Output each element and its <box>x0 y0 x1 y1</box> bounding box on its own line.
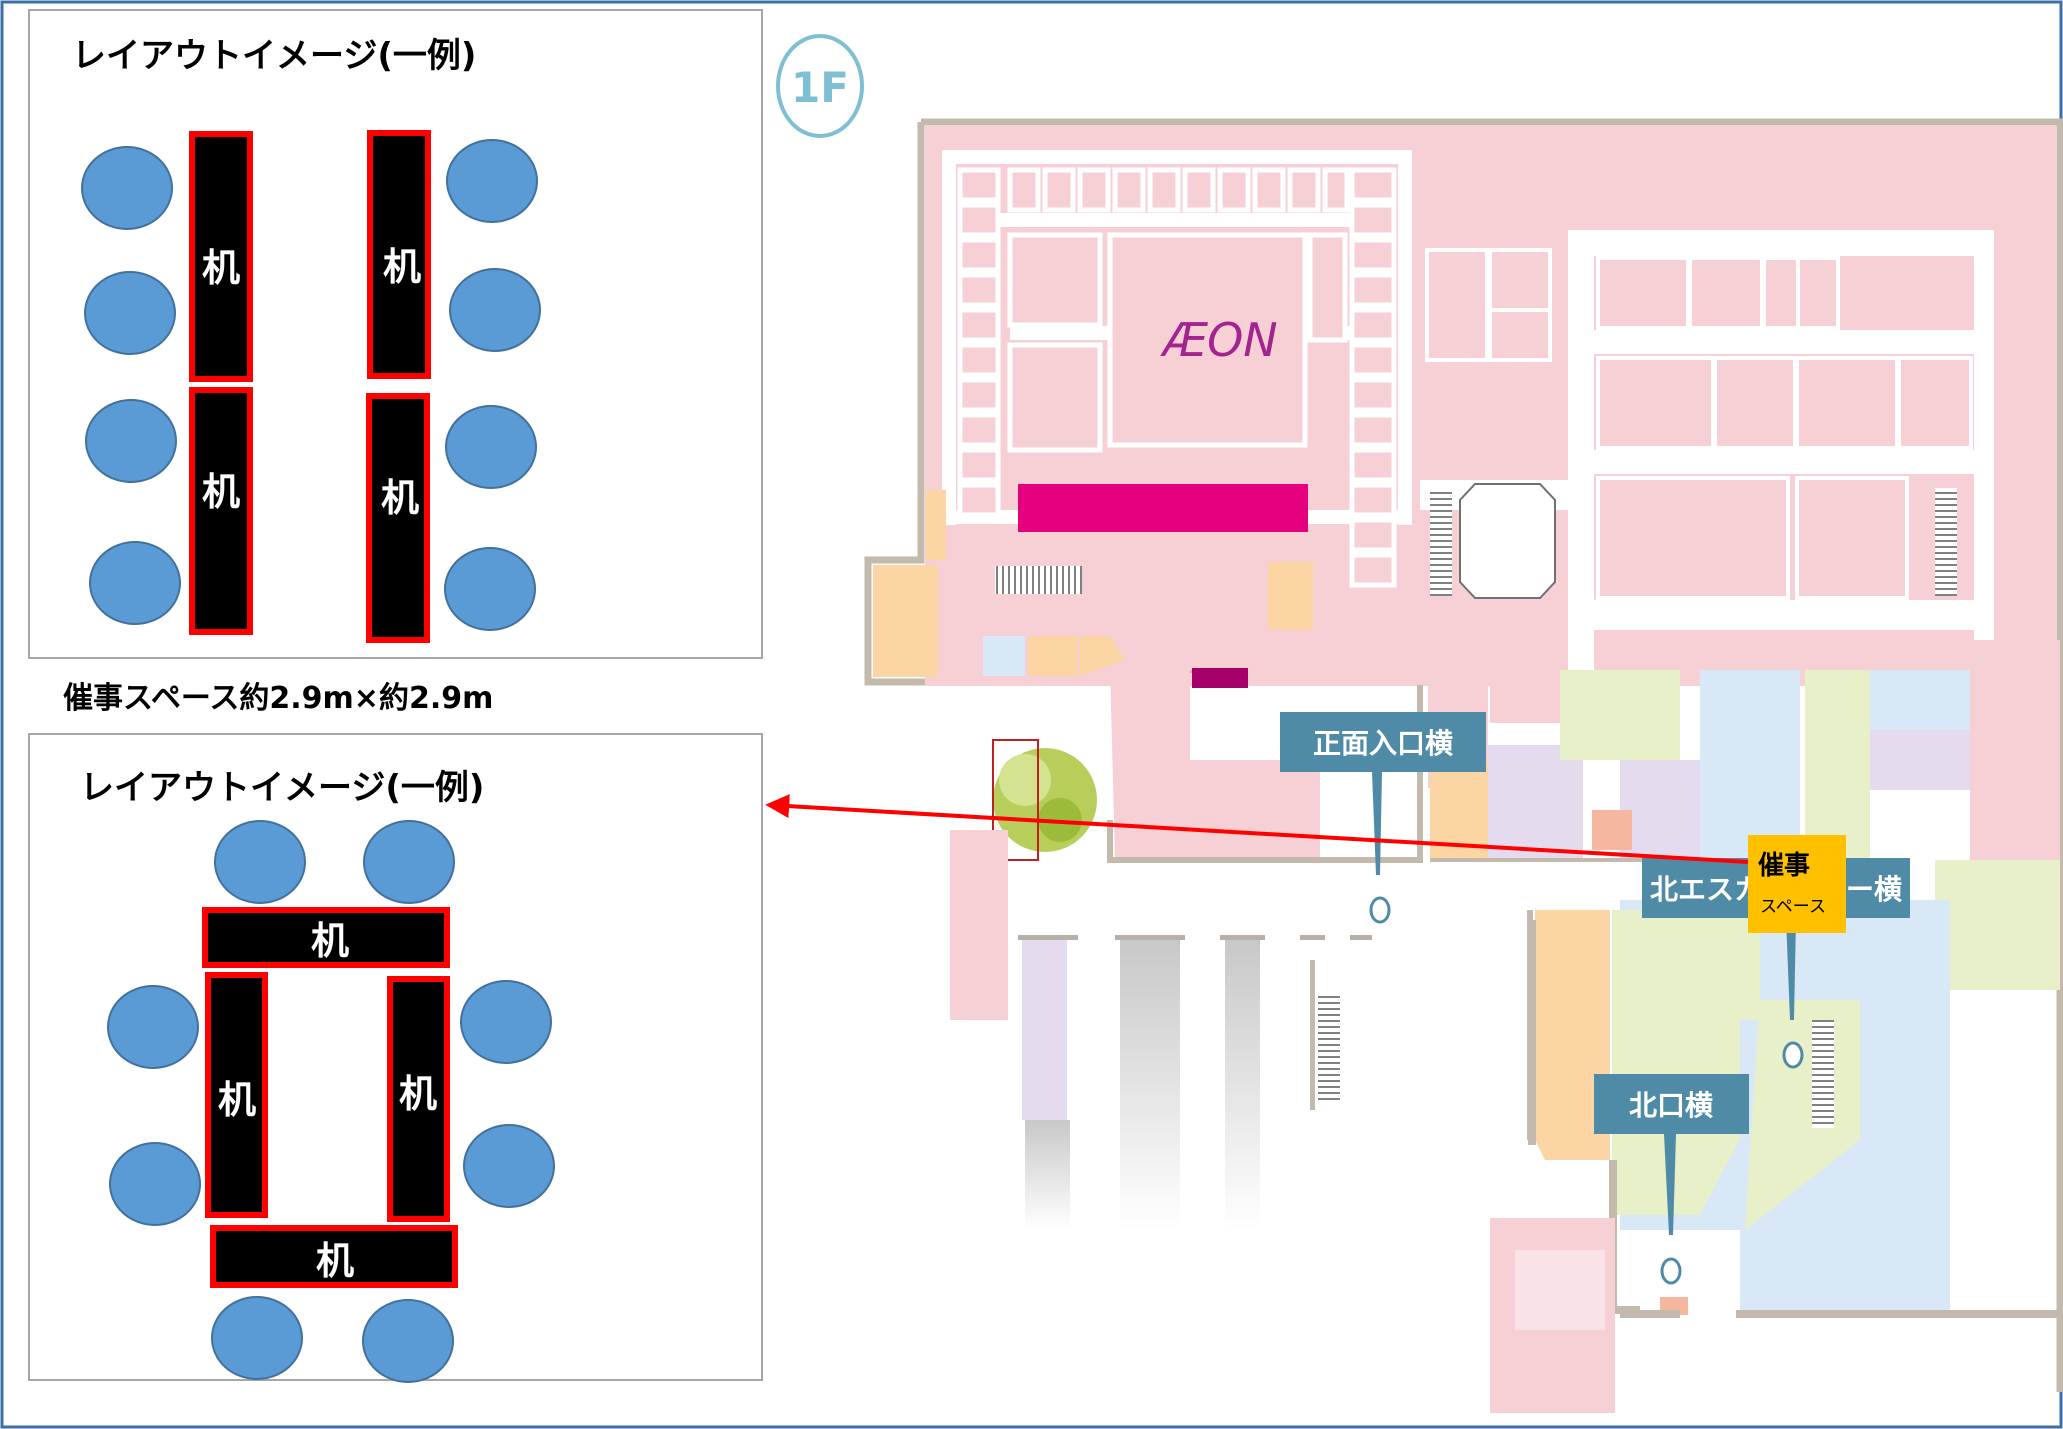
escalator-central <box>1459 483 1556 599</box>
shop-block <box>1110 665 1320 860</box>
floor-badge: 1F <box>776 34 864 138</box>
floor-map: 1F <box>765 34 2063 1413</box>
svg-text:机: 机 <box>218 1078 256 1122</box>
svg-text:机: 机 <box>399 1072 437 1116</box>
desk: 机 <box>210 1225 458 1288</box>
stairs <box>1430 488 1452 596</box>
shop-block <box>873 565 938 677</box>
svg-text:机: 机 <box>202 470 240 514</box>
aeon-logo: ÆON <box>1159 313 1277 367</box>
event-space-arrow <box>765 794 1749 864</box>
pin-front-entrance-label: 正面入口横 <box>1313 727 1453 760</box>
shop-block <box>1268 562 1313 630</box>
pin-front-entrance[interactable]: 正面入口横 <box>1280 712 1486 924</box>
chair <box>89 541 181 625</box>
shop-block <box>1080 636 1125 676</box>
chair <box>446 139 538 223</box>
desk: 机 <box>387 976 450 1222</box>
parking-lanes <box>950 830 1615 1413</box>
shop-cluster-north <box>1528 910 2060 1318</box>
shop-tiles-right <box>1425 248 1973 600</box>
chair <box>81 146 173 230</box>
chair <box>463 1124 555 1208</box>
stairs <box>1318 995 1340 1100</box>
chair <box>363 820 455 904</box>
shop-block <box>926 490 946 560</box>
chair <box>444 547 536 631</box>
svg-text:机: 机 <box>383 245 421 289</box>
chair <box>445 405 537 489</box>
shop-block <box>1115 562 1265 630</box>
layout-panel-1-title: レイアウトイメージ(一例) <box>72 36 476 76</box>
svg-text:机: 机 <box>316 1239 354 1283</box>
desk: 机 <box>189 131 253 382</box>
shop-block <box>983 636 1025 676</box>
magenta-marker <box>1192 668 1248 688</box>
desk: 机 <box>189 387 253 635</box>
chairs-group-1 <box>81 139 541 631</box>
chairs-group-2 <box>107 820 555 1383</box>
event-space-line2: スペース <box>1760 897 1826 917</box>
desk: 机 <box>202 907 450 968</box>
svg-text:机: 机 <box>311 919 349 963</box>
tree-icon <box>992 739 1097 861</box>
magenta-counter <box>1018 484 1308 532</box>
event-space-marker[interactable]: 催事 スペース <box>1748 835 1846 933</box>
chair <box>460 980 552 1064</box>
desk: 机 <box>205 972 268 1218</box>
svg-text:机: 机 <box>202 246 240 290</box>
chair <box>85 399 177 483</box>
chair <box>362 1299 454 1383</box>
pin-north-exit[interactable]: 北口横 <box>1594 1074 1749 1285</box>
pin-north-exit-label: 北口横 <box>1629 1089 1713 1122</box>
layout-panel-2-title: レイアウトイメージ(一例) <box>80 768 484 808</box>
event-space-line1: 催事 <box>1758 851 1810 881</box>
stairs <box>995 566 1082 594</box>
chair <box>109 1142 201 1226</box>
chair <box>84 271 176 355</box>
chair <box>449 268 541 352</box>
desk: 机 <box>367 130 431 379</box>
desk: 机 <box>366 393 430 643</box>
chair <box>211 1296 303 1380</box>
stairs <box>1812 1020 1834 1128</box>
space-size-caption: 催事スペース約2.9m×約2.9m <box>63 681 493 716</box>
chair <box>214 820 306 904</box>
svg-text:1F: 1F <box>791 63 849 112</box>
stall-rows <box>957 167 1397 588</box>
shop-block <box>1028 636 1078 676</box>
svg-text:机: 机 <box>381 476 419 520</box>
layout-panel-1: レイアウトイメージ(一例) 机 机 机 机 <box>28 9 763 659</box>
corridor-wall <box>1107 685 1423 863</box>
chair <box>107 985 199 1069</box>
layout-panel-2: レイアウトイメージ(一例) 机 机 机 机 <box>28 733 763 1383</box>
stairs <box>1935 488 1957 596</box>
